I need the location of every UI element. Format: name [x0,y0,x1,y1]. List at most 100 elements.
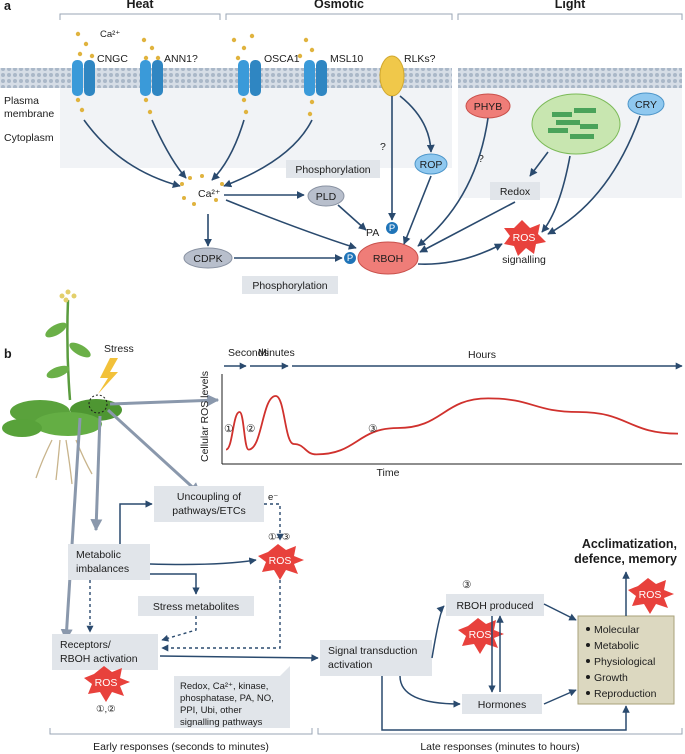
header-brackets [59,13,683,20]
membrane-label: membrane [4,108,54,120]
chart-y-label: Cellular ROS levels [199,371,211,462]
pld-label: PLD [316,191,337,203]
ros-curve [225,395,679,456]
phosphorylation-bottom-label: Phosphorylation [252,280,327,292]
signalling-label: signalling [502,254,546,266]
ros-chart [221,374,682,465]
pa-label: PA [366,227,379,239]
osmotic-header: Osmotic [314,0,364,11]
receptors-line2: RBOH activation [60,653,138,665]
ros-burst-b1 [258,544,304,580]
cdpk-node [183,247,233,269]
uncoupling-line1: Uncoupling of [177,491,241,503]
panel-b-arrows [119,500,630,731]
metabolic-line2: imbalances [76,563,129,575]
phospho-p-left: P [347,253,353,264]
rboh-node [357,241,419,275]
rlks-label: RLKs? [404,53,436,65]
minutes-label: Minutes [258,347,295,359]
early-responses-label: Early responses (seconds to minutes) [93,741,269,753]
phosphorylation-box-bottom [242,276,338,294]
calcium-dots-extracellular [75,31,315,117]
uncoupling-line2: pathways/ETCs [172,505,246,517]
ros-burst-b2 [84,666,130,702]
chart-x-label: Time [377,467,400,479]
metabolic-imbalances-box [68,544,150,580]
phase-3-rboh-label: ③ [462,579,472,591]
phase-2-label: ② [246,423,256,435]
phyb-label: PHYB [474,101,503,113]
pathways-line4: signalling pathways [180,717,263,728]
plant-arrows [60,394,220,642]
ros-a-label: ROS [513,232,536,244]
outcome-line1: Acclimatization, [582,537,677,551]
pld-node [307,185,345,207]
cry-node [627,92,665,116]
hours-label: Hours [468,349,496,361]
rboh-produced-box [446,594,544,616]
rboh-label: RBOH [373,253,403,265]
response-growth: Growth [594,672,628,684]
redox-box [490,182,540,200]
signal-line2: activation [328,659,373,671]
osca1-label: OSCA1 [264,53,300,65]
ros-b4-label: ROS [639,589,662,601]
panel-a-arrows [83,95,641,265]
pathways-line2: phosphatase, PA, NO, [180,693,274,704]
pathways-box [174,666,290,728]
calcium-node-label: Ca²⁺ [198,188,221,200]
heat-header: Heat [126,0,154,11]
lightning-icon [98,358,118,394]
seconds-label: Seconds [228,347,269,359]
bottom-brackets [49,728,683,735]
electron-label: e⁻ [268,492,278,503]
response-molecular: Molecular [594,624,640,636]
ros-b1-label: ROS [269,555,292,567]
response-reproduction: Reproduction [594,688,657,700]
uncoupling-box [154,486,264,522]
phospho-marker-top [386,222,398,234]
light-header: Light [555,0,586,11]
panel-a-label: a [4,0,12,13]
rop-node [414,153,448,175]
pathways-line1: Redox, Ca²⁺, kinase, [180,681,268,692]
ros-burst-b4 [628,578,674,614]
response-physiological: Physiological [594,656,655,668]
rlks-receptor [379,55,405,97]
cry-label: CRY [635,99,657,111]
phosphorylation-box-top [286,160,380,178]
osca1-channel [238,60,261,96]
ros-b2-label: ROS [95,677,118,689]
stress-metabolites-box [138,596,254,616]
response-metabolic: Metabolic [594,640,639,652]
thylakoid-stacks [548,108,598,139]
plasma-membrane [0,68,452,88]
phosphorylation-top-label: Phosphorylation [295,164,370,176]
panel-b-label: b [4,347,12,361]
plasma-membrane-light [458,68,682,88]
ann1-channel [140,60,163,96]
late-responses-label: Late responses (minutes to hours) [420,741,579,753]
ros-12-label: ①,② [96,704,116,715]
hormones-box [462,694,542,714]
receptors-line1: Receptors/ [60,639,111,651]
cngc-label: CNGC [97,53,128,65]
question-phyb: ? [478,153,484,165]
phase-1-label: ① [224,423,234,435]
outcome-line2: defence, memory [574,552,677,566]
phase-3-label: ③ [368,423,378,435]
ros-burst-a [504,220,546,256]
ann1-label: ANN1? [164,53,198,65]
msl10-label: MSL10 [330,53,363,65]
responses-box [577,615,675,705]
msl10-channel [304,60,327,96]
signal-transduction-box [320,640,432,676]
plant-illustration [2,289,122,485]
cytoplasm-label: Cytoplasm [4,132,54,144]
responses-list [586,627,590,695]
question-rlk: ? [380,141,386,153]
phospho-p-top: P [389,223,395,234]
calcium-extracellular-label: Ca²⁺ [100,29,120,40]
receptors-box [52,634,158,670]
